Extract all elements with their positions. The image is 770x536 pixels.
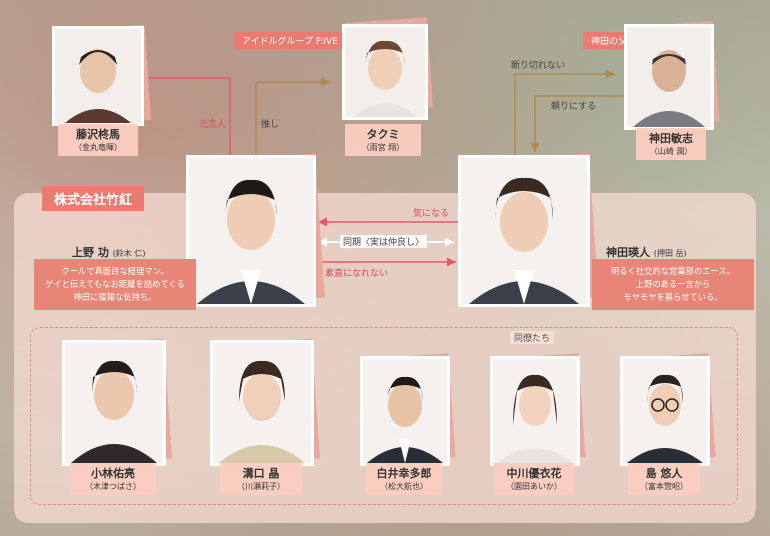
ueno-name: 上野 功 (72, 246, 109, 259)
label-cant-refuse: 断り切れない (511, 61, 566, 71)
kobayashi-photo (62, 340, 166, 466)
kobayashi-name-card: 小林佑亮 （木津つばさ） (70, 463, 156, 495)
fujisawa-photo (52, 26, 144, 126)
label-rely-on: 頼りにする (551, 102, 597, 112)
kanda-eito-photo (458, 155, 590, 307)
portrait-icon (345, 27, 425, 117)
kanda-toshi-name: 神田敏志 (649, 132, 693, 145)
portrait-icon (363, 359, 447, 463)
idol-group-tag: アイドルグループ F:IVE (234, 32, 346, 49)
takumi-actor: （雨宮 翔） (361, 143, 405, 152)
ueno-actor: (鈴木 仁) (112, 249, 146, 258)
kanda-father-tag: 神田の父 (583, 32, 636, 49)
label-not-honest: 素直になれない (325, 269, 389, 279)
portrait-icon (213, 343, 311, 463)
portrait-icon (493, 359, 577, 463)
kanda-eito-description: 明るく社交的な営業部のエース。 上野のある一言から モヤモヤを募らせている。 (592, 259, 754, 310)
kanda-toshi-actor: （山崎 潤） (649, 147, 693, 156)
shirai-photo (360, 356, 450, 466)
portrait-icon (55, 29, 141, 123)
nakagawa-actor: （園田あいか） (506, 482, 562, 491)
label-same-year: 同期〈実は仲良し〉 (340, 235, 428, 248)
takumi-photo (342, 24, 428, 120)
coworkers-group (30, 327, 738, 505)
line-cant-refuse (514, 69, 615, 158)
nakagawa-name-card: 中川優衣花 （園田あいか） (494, 463, 574, 495)
ueno-photo (186, 155, 316, 307)
company-label: 株式会社竹紅 (42, 186, 145, 211)
nakagawa-name: 中川優衣花 (506, 467, 562, 480)
kobayashi-actor: （木津つばさ） (85, 482, 141, 491)
label-oshi: 推し (261, 120, 280, 130)
coworkers-label: 同僚たち (510, 331, 555, 344)
kanda-eito-name-card: 神田瑛人 (押田 岳) (606, 244, 687, 260)
mizoguchi-name: 溝口 晶 (242, 467, 280, 480)
kobayashi-name: 小林佑亮 (91, 467, 135, 480)
shima-photo (620, 356, 710, 466)
portrait-icon (627, 27, 711, 127)
label-curious: 気になる (413, 209, 450, 219)
shima-actor: （富本惣昭） (640, 482, 688, 491)
kanda-toshi-name-card: 神田敏志 （山崎 潤） (636, 128, 706, 160)
shima-name-card: 島 悠人 （富本惣昭） (628, 463, 700, 495)
ueno-description: クールで真面目な経理マン。 ゲイと伝えてもなお距離を詰めてくる 神田に複雑な気持… (34, 259, 196, 310)
takumi-name: タクミ (366, 128, 400, 141)
takumi-name-card: タクミ （雨宮 翔） (345, 124, 421, 156)
fujisawa-name-card: 藤沢柊馬 （金丸竜暉） (58, 124, 138, 156)
shirai-name: 白井幸多郎 (376, 467, 432, 480)
mizoguchi-actor: （川瀬莉子） (237, 482, 285, 491)
shima-name: 島 悠人 (645, 467, 683, 480)
line-rely-on (530, 95, 625, 152)
fujisawa-name: 藤沢柊馬 (76, 128, 120, 141)
kanda-eito-name: 神田瑛人 (606, 246, 650, 259)
kanda-toshi-photo (624, 24, 714, 130)
nakagawa-photo (490, 356, 580, 466)
line-ex-lover (141, 77, 231, 160)
shirai-actor: （松大航也） (380, 482, 428, 491)
kanda-eito-actor: (押田 岳) (653, 249, 687, 258)
line-oshi (255, 77, 330, 160)
fujisawa-actor: （金丸竜暉） (74, 143, 122, 152)
portrait-icon (189, 158, 313, 304)
portrait-icon (461, 158, 587, 304)
shirai-name-card: 白井幸多郎 （松大航也） (366, 463, 442, 495)
mizoguchi-name-card: 溝口 晶 （川瀬莉子） (220, 463, 302, 495)
portrait-icon (65, 343, 163, 463)
portrait-icon (623, 359, 707, 463)
label-ex-lover: 元恋人 (199, 120, 227, 130)
ueno-name-card: 上野 功 (鈴木 仁) (72, 244, 145, 260)
mizoguchi-photo (210, 340, 314, 466)
